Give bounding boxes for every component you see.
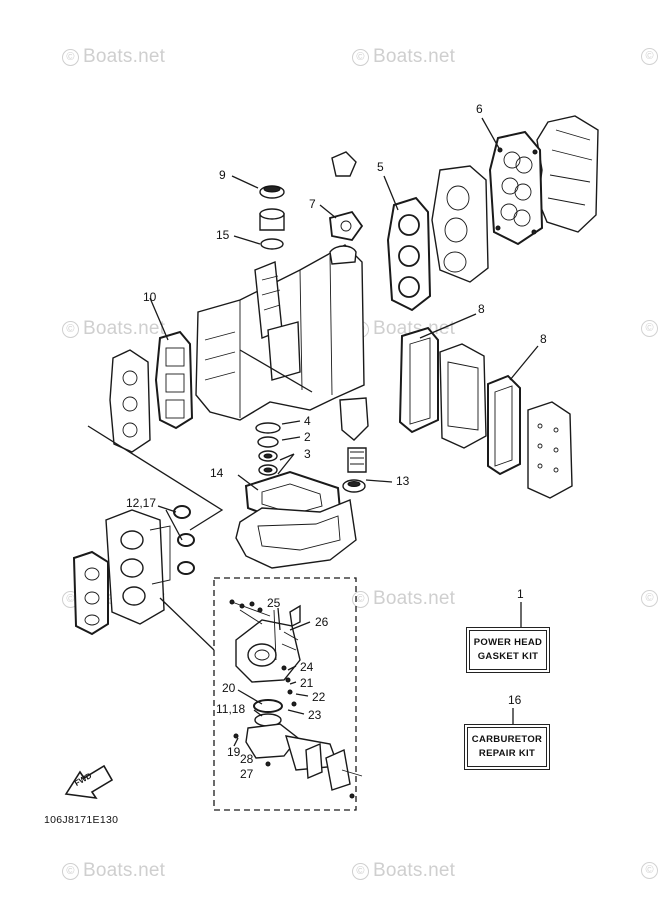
carburetor (229, 599, 363, 799)
callout-4: 4 (304, 414, 311, 428)
fwd-arrow-icon (64, 764, 114, 800)
watermark: ©Boats.net (352, 588, 455, 610)
callout-24: 24 (300, 660, 314, 674)
carb-leaders (233, 607, 311, 747)
exhaust-gasket-8b (487, 374, 521, 476)
lower-seal-housing (339, 397, 369, 441)
bearing-15 (259, 208, 285, 250)
intake-manifold (105, 509, 171, 625)
watermark-symbol: © (641, 862, 658, 879)
watermark-symbol: © (641, 590, 658, 607)
head-cover (536, 115, 599, 233)
callout-9: 9 (219, 168, 226, 182)
lower-casing (235, 499, 357, 569)
callout-12-17: 12,17 (126, 496, 157, 510)
watermark-symbol: © (641, 320, 658, 337)
callout-10: 10 (143, 290, 157, 304)
callout-7: 7 (309, 197, 316, 211)
callout-27: 27 (240, 767, 254, 781)
callout-16: 16 (508, 693, 522, 707)
callout-23: 23 (308, 708, 322, 722)
manifold-gasket (72, 550, 109, 636)
callout-11-18: 11,18 (216, 702, 246, 716)
cylinder-block (195, 244, 365, 421)
watermark-symbol: © (641, 48, 658, 65)
orings-12-17 (173, 505, 195, 575)
power-head-gasket-kit-label: POWER HEAD GASKET KIT (466, 627, 550, 673)
cylinder-head (431, 165, 489, 283)
callout-2: 2 (304, 430, 311, 444)
callout-21: 21 (300, 676, 314, 690)
carburetor-repair-kit-label: CARBURETOR REPAIR KIT (464, 724, 550, 770)
watermark: ©Boats.net (352, 46, 455, 68)
callout-15: 15 (216, 228, 230, 242)
callout-25: 25 (267, 596, 281, 610)
cover-7 (329, 151, 364, 241)
watermark: ©Boats.net (62, 46, 165, 68)
callout-5: 5 (377, 160, 384, 174)
head-gasket-6 (488, 130, 544, 246)
seals-4-2-3 (255, 422, 281, 476)
callout-8: 8 (540, 332, 547, 346)
callout-22: 22 (312, 690, 326, 704)
callout-26: 26 (315, 615, 329, 629)
callout-28: 28 (240, 752, 254, 766)
leader-lines (87, 117, 539, 651)
seal-9 (259, 185, 285, 199)
callout-1: 1 (517, 587, 524, 601)
filter-13 (342, 447, 367, 493)
diagram-reference-code: 106J8171E130 (44, 814, 119, 826)
callout-20: 20 (222, 681, 236, 695)
callout-13: 13 (396, 474, 410, 488)
watermark: ©Boats.net (62, 860, 165, 882)
carburetor-group-box (213, 577, 357, 811)
callout-19: 19 (227, 745, 241, 759)
watermark: ©Boats.net (62, 318, 165, 340)
callout-3: 3 (304, 447, 311, 461)
exhaust-inner-cover (439, 343, 487, 449)
callout-6: 6 (476, 102, 483, 116)
intake-gasket-10 (154, 330, 194, 430)
exhaust-outer-cover (527, 401, 573, 499)
exhaust-gasket-8a (398, 326, 439, 434)
watermark: ©Boats.net (352, 860, 455, 882)
reed-block (109, 349, 151, 453)
callout-8: 8 (478, 302, 485, 316)
head-gasket-5 (386, 196, 432, 312)
callout-14: 14 (210, 466, 224, 480)
